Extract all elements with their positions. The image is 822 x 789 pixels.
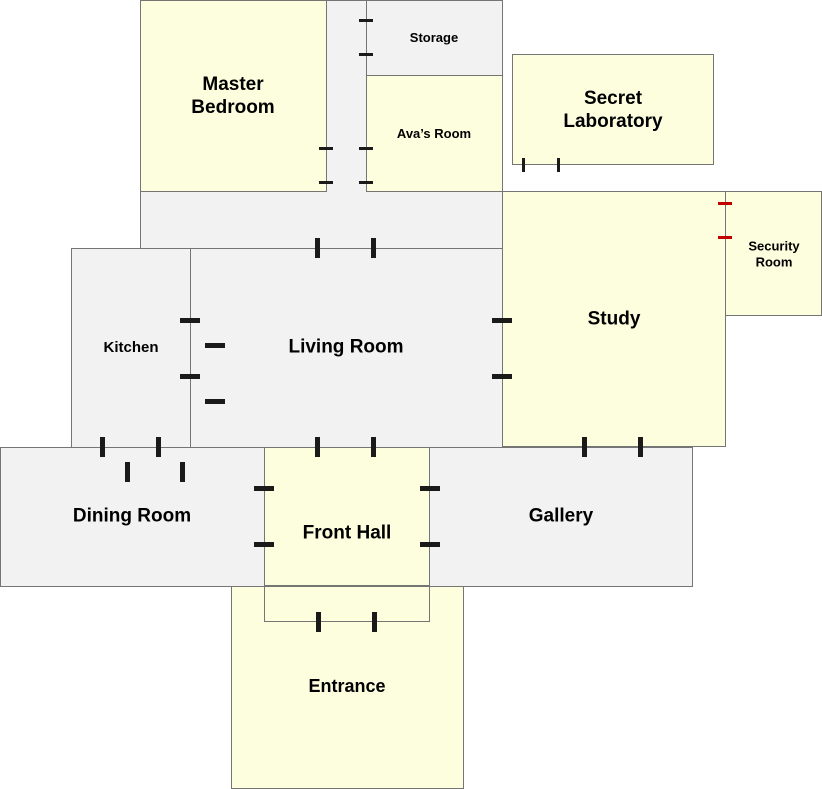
storage-label: Storage xyxy=(409,30,459,46)
door-living-front-hall-left[interactable] xyxy=(315,437,320,457)
door-master-bedroom-bottom[interactable] xyxy=(319,181,333,184)
entrance-room xyxy=(231,586,464,789)
door-dining-front-hall-top[interactable] xyxy=(254,486,274,491)
front-hall-vestibule xyxy=(264,585,430,622)
door-living-corridor-left[interactable] xyxy=(315,238,320,258)
door-kitchen-inner-top[interactable] xyxy=(205,343,225,348)
study-label: Study xyxy=(587,308,641,330)
secret-laboratory-room xyxy=(512,54,714,165)
door-living-study-top[interactable] xyxy=(492,318,512,323)
gallery-label: Gallery xyxy=(528,505,594,527)
door-avas-room-top[interactable] xyxy=(359,147,373,150)
door-entrance-right[interactable] xyxy=(372,612,377,632)
study-room xyxy=(502,191,726,447)
security-room xyxy=(725,191,822,316)
door-security-room-bottom[interactable] xyxy=(718,236,732,239)
entrance-label: Entrance xyxy=(308,676,386,697)
master-bedroom-room xyxy=(140,0,327,192)
door-living-study-bottom[interactable] xyxy=(492,374,512,379)
door-entrance-left[interactable] xyxy=(316,612,321,632)
dining-room xyxy=(0,447,265,587)
gallery-room xyxy=(429,447,693,587)
door-kitchen-inner-bottom[interactable] xyxy=(205,399,225,404)
door-front-hall-gallery-top[interactable] xyxy=(420,486,440,491)
avas-room xyxy=(366,75,503,192)
living-room-label: Living Room xyxy=(288,336,404,358)
door-master-bedroom-top[interactable] xyxy=(319,147,333,150)
door-dining-inner-right[interactable] xyxy=(180,462,185,482)
door-study-gallery-right[interactable] xyxy=(638,437,643,457)
door-kitchen-living-top[interactable] xyxy=(180,318,200,323)
door-kitchen-living-bottom[interactable] xyxy=(180,374,200,379)
door-kitchen-dining-left[interactable] xyxy=(100,437,105,457)
front-hall-label: Front Hall xyxy=(302,522,392,544)
door-kitchen-dining-right[interactable] xyxy=(156,437,161,457)
door-living-corridor-right[interactable] xyxy=(371,238,376,258)
door-front-hall-gallery-bottom[interactable] xyxy=(420,542,440,547)
secret-laboratory-label: Secret Laboratory xyxy=(563,88,663,132)
door-avas-room-bottom[interactable] xyxy=(359,181,373,184)
door-storage-bottom[interactable] xyxy=(359,53,373,56)
door-living-front-hall-right[interactable] xyxy=(371,437,376,457)
door-storage-top[interactable] xyxy=(359,19,373,22)
security-room-label: Security Room xyxy=(748,238,800,269)
door-secret-lab-left[interactable] xyxy=(522,158,525,172)
door-security-room-top[interactable] xyxy=(718,202,732,205)
storage-room xyxy=(366,0,503,76)
master-bedroom-label: Master Bedroom xyxy=(191,74,275,118)
door-dining-inner-left[interactable] xyxy=(125,462,130,482)
living-room xyxy=(190,248,503,448)
door-secret-lab-right[interactable] xyxy=(557,158,560,172)
door-dining-front-hall-bottom[interactable] xyxy=(254,542,274,547)
front-hall-room xyxy=(264,447,430,587)
kitchen-label: Kitchen xyxy=(103,339,159,356)
door-study-gallery-left[interactable] xyxy=(582,437,587,457)
dining-room-label: Dining Room xyxy=(72,505,192,527)
avas-room-label: Ava’s Room xyxy=(396,126,472,142)
